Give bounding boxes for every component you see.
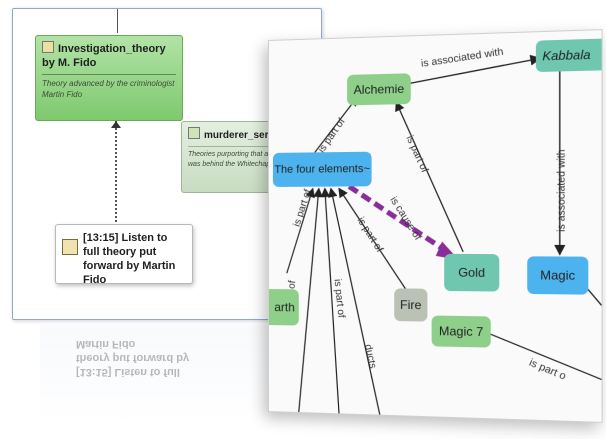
node-magic-7[interactable]: Magic 7 bbox=[431, 315, 491, 348]
edge-label-associated-right: is associated with bbox=[555, 149, 568, 232]
cause-arrowhead bbox=[435, 241, 459, 261]
card-divider bbox=[188, 146, 321, 147]
document-icon bbox=[42, 41, 54, 53]
node-fire[interactable]: Fire bbox=[394, 288, 428, 322]
node-magic[interactable]: Magic bbox=[527, 256, 589, 295]
reflection-line-2: theory put forward by bbox=[76, 352, 190, 364]
concept-map-edges bbox=[269, 30, 602, 422]
node-gold[interactable]: Gold bbox=[444, 253, 500, 292]
card-listen-title: [13:15] Listen to full theory put forwar… bbox=[83, 232, 176, 286]
top-connector-line bbox=[117, 9, 118, 33]
document-icon bbox=[188, 127, 200, 139]
front-concept-map-panel: is associated with is associated with is… bbox=[268, 29, 603, 423]
card-murderer-title: murderer_serial killer bbox=[204, 130, 306, 141]
dotted-connector bbox=[115, 121, 117, 233]
arrow-up-icon bbox=[111, 121, 121, 128]
reflection-line-1: [13:15] Listen to full bbox=[76, 366, 180, 378]
card-investigation-description: Theory advanced by the criminologist Mar… bbox=[42, 79, 175, 99]
reflection-line-3: Martin Fido bbox=[76, 338, 136, 350]
node-four-elements[interactable]: The four elements~ bbox=[272, 151, 372, 187]
back-panel-reflection: [13:15] Listen to full theory put forwar… bbox=[40, 325, 300, 425]
node-alchemie[interactable]: Alchemie bbox=[347, 73, 411, 106]
card-murderer-description: Theories purporting that a single offend… bbox=[188, 151, 317, 168]
card-investigation-title: Investigation_theory by M. Fido bbox=[42, 43, 166, 69]
audio-note-icon bbox=[62, 239, 78, 255]
node-earth[interactable]: arth bbox=[268, 288, 299, 326]
node-kabbala[interactable]: Kabbala bbox=[535, 38, 603, 73]
card-divider bbox=[42, 74, 176, 75]
card-listen-theory[interactable]: [13:15] Listen to full theory put forwar… bbox=[55, 224, 193, 286]
card-investigation-theory[interactable]: Investigation_theory by M. Fido Theory a… bbox=[35, 35, 183, 121]
